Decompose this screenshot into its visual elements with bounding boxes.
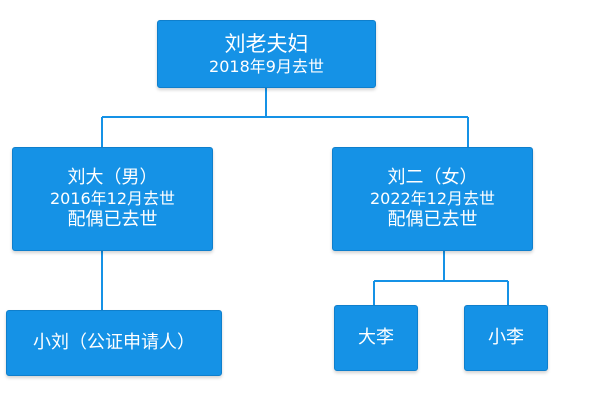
applicant-name: 小刘（公证申请人） xyxy=(33,331,195,353)
son-spouse-note: 配偶已去世 xyxy=(67,209,158,230)
node-daughter: 刘二（女） 2022年12月去世 配偶已去世 xyxy=(332,147,533,251)
da-li-name: 大李 xyxy=(358,326,394,348)
son-name: 刘大（男） xyxy=(67,166,158,188)
daughter-death-note: 2022年12月去世 xyxy=(369,189,496,208)
node-xiao-li: 小李 xyxy=(464,305,548,371)
daughter-name: 刘二（女） xyxy=(387,166,478,188)
son-death-note: 2016年12月去世 xyxy=(49,189,176,208)
node-son: 刘大（男） 2016年12月去世 配偶已去世 xyxy=(12,147,213,251)
node-parents: 刘老夫妇 2018年9月去世 xyxy=(157,20,376,88)
node-applicant: 小刘（公证申请人） xyxy=(6,310,222,376)
xiao-li-name: 小李 xyxy=(488,326,524,348)
parents-name: 刘老夫妇 xyxy=(224,31,309,56)
node-da-li: 大李 xyxy=(334,305,418,371)
daughter-spouse-note: 配偶已去世 xyxy=(387,209,478,230)
parents-death-note: 2018年9月去世 xyxy=(209,57,324,77)
